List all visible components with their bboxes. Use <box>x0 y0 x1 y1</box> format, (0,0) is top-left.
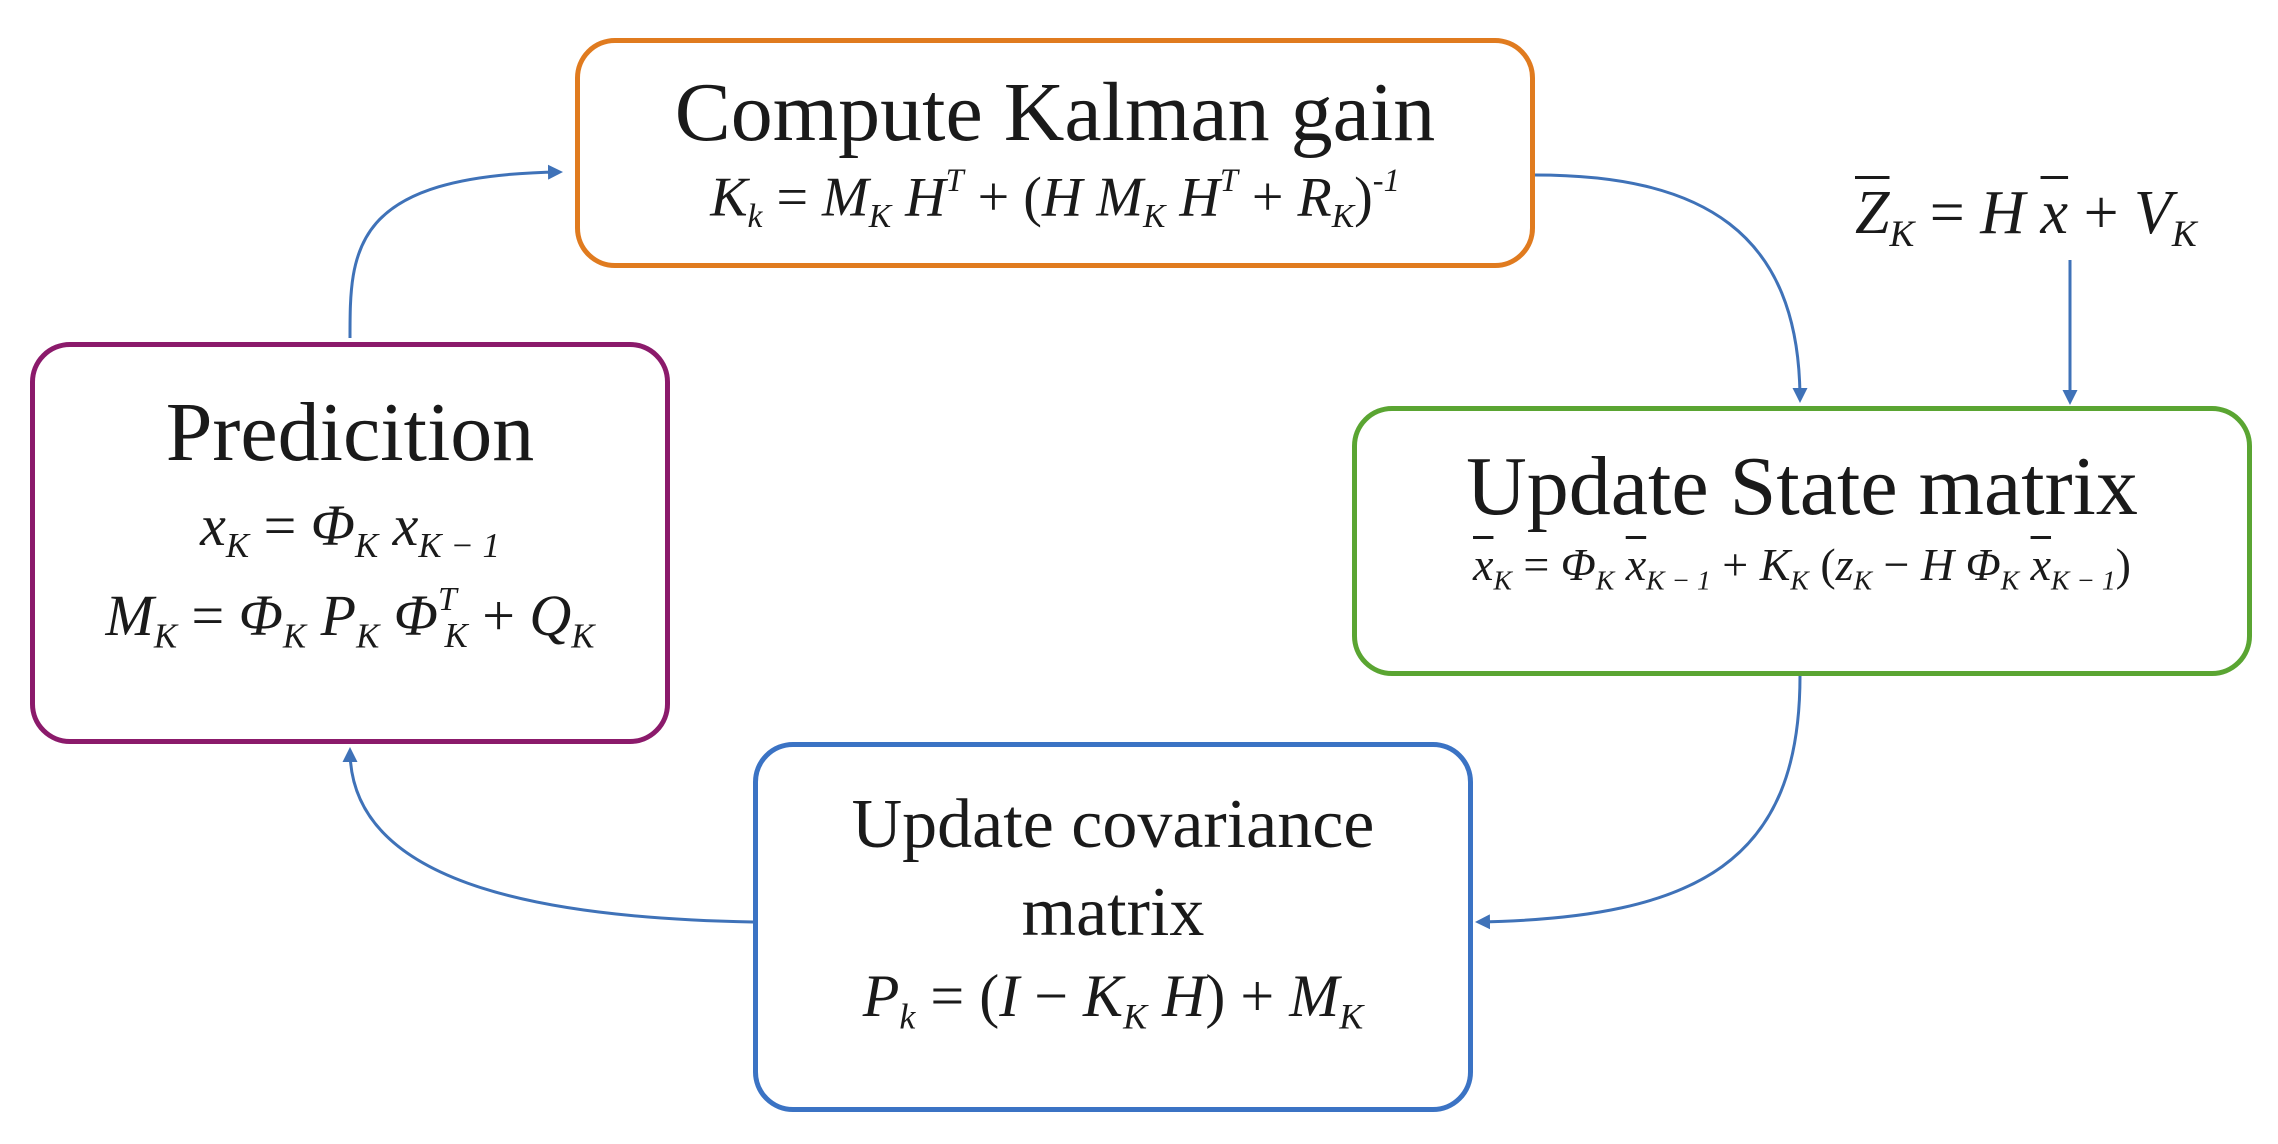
update-state-title: Update State matrix <box>1466 440 2138 533</box>
eq-symbol: P <box>862 963 900 1029</box>
eq-symbol: Φ <box>393 582 438 648</box>
eq-symbol: M <box>105 582 154 648</box>
eq-symbol: x <box>392 493 419 559</box>
eq-symbol: x <box>200 493 226 559</box>
prediction-state-equation: xK = ΦK xK − 1 <box>200 493 500 566</box>
eq-subscript: K <box>1853 565 1872 597</box>
eq-subscript: K <box>571 615 595 655</box>
eq-symbol: M <box>1289 963 1340 1029</box>
edge-prediction-to-kalman <box>348 164 563 339</box>
eq-subscript: K − 1 <box>1646 565 1711 597</box>
eq-superscript: T <box>437 580 457 618</box>
eq-subscript: K <box>153 615 178 655</box>
eq-subscript: K <box>356 615 380 655</box>
eq-subscript: k <box>899 996 916 1037</box>
eq-symbol: H <box>1179 166 1220 229</box>
eq-symbol: Z <box>1855 179 1890 247</box>
eq-symbol: Φ <box>238 582 283 648</box>
edge-state-to-covariance <box>1475 675 1802 930</box>
eq-symbol: K <box>1083 963 1124 1029</box>
measurement-equation: ZK = H x + VK <box>1855 179 2197 256</box>
eq-symbol: P <box>320 582 357 648</box>
update-covariance-title-line2: matrix <box>1021 873 1205 951</box>
eq-symbol: H <box>1162 963 1206 1029</box>
update-covariance-equation: Pk = (I − KK H) + MK <box>862 963 1364 1037</box>
update-state-node: Update State matrix xK = ΦK xK − 1 + KK … <box>1352 406 2252 676</box>
eq-symbol: Φ <box>1560 539 1596 591</box>
eq-symbol: K <box>1759 539 1791 591</box>
eq-symbol: M <box>822 166 869 229</box>
kalman-gain-node: Compute Kalman gain Kk = MK HT + (H MK H… <box>575 38 1535 268</box>
eq-symbol: K <box>710 166 748 229</box>
update-state-equation: xK = ΦK xK − 1 + KK (zK − H ΦK xK − 1) <box>1473 539 2131 597</box>
eq-subscript: K <box>282 615 307 655</box>
kalman-gain-equation: Kk = MK HT + (H MK HT + RK)-1 <box>710 163 1400 236</box>
prediction-title: Predicition <box>165 386 535 479</box>
eq-symbol: H <box>1920 539 1955 591</box>
eq-symbol: x <box>1625 539 1647 591</box>
eq-subscript: K <box>1493 565 1512 597</box>
eq-subscript: K <box>1790 565 1809 597</box>
eq-subscript: K <box>225 526 250 566</box>
eq-symbol: x <box>1473 539 1494 591</box>
eq-superscript: -1 <box>1372 163 1400 200</box>
eq-symbol: M <box>1096 166 1143 229</box>
eq-superscript: T <box>945 163 964 200</box>
eq-subscript: K <box>1595 565 1615 597</box>
eq-subscript: K <box>2000 565 2020 597</box>
eq-symbol: x <box>2030 539 2052 591</box>
eq-subscript: k <box>747 198 763 236</box>
eq-subscript: K − 1 <box>418 526 500 566</box>
eq-symbol: Φ <box>1965 539 2001 591</box>
eq-subscript: K <box>868 198 892 236</box>
eq-symbol: H <box>1041 166 1083 229</box>
eq-symbol: z <box>1835 539 1854 591</box>
eq-subscript: K − 1 <box>2051 565 2116 597</box>
update-covariance-node: Update covariance matrix Pk = (I − KK H)… <box>753 742 1473 1112</box>
eq-subscript: K <box>354 526 379 566</box>
eq-subscript: K <box>444 615 468 655</box>
eq-superscript: T <box>1219 163 1238 200</box>
eq-symbol: R <box>1297 166 1332 229</box>
eq-subscript: K <box>1123 996 1148 1037</box>
eq-symbol: Φ <box>310 493 355 559</box>
update-covariance-title-line1: Update covariance <box>851 786 1375 863</box>
eq-symbol: Q <box>529 582 572 648</box>
edge-kalman-to-state <box>1534 173 1808 403</box>
prediction-covariance-equation: MK = ΦK PK ΦTK + QK <box>105 580 595 655</box>
eq-subscript: K <box>1331 198 1355 236</box>
eq-subscript: K <box>1142 198 1166 236</box>
eq-subscript: K <box>2171 214 2197 256</box>
eq-symbol: I <box>999 963 1020 1029</box>
edge-covariance-to-prediction <box>342 747 754 924</box>
eq-symbol: H <box>905 166 946 229</box>
kalman-gain-title: Compute Kalman gain <box>674 66 1436 159</box>
eq-subscript: K <box>1889 214 1915 256</box>
prediction-node: Predicition xK = ΦK xK − 1 MK = ΦK PK ΦT… <box>30 342 670 744</box>
eq-symbol: V <box>2134 179 2172 247</box>
eq-symbol: x <box>2040 179 2069 247</box>
eq-symbol: H <box>1980 179 2026 247</box>
eq-subscript: K <box>1339 996 1364 1037</box>
